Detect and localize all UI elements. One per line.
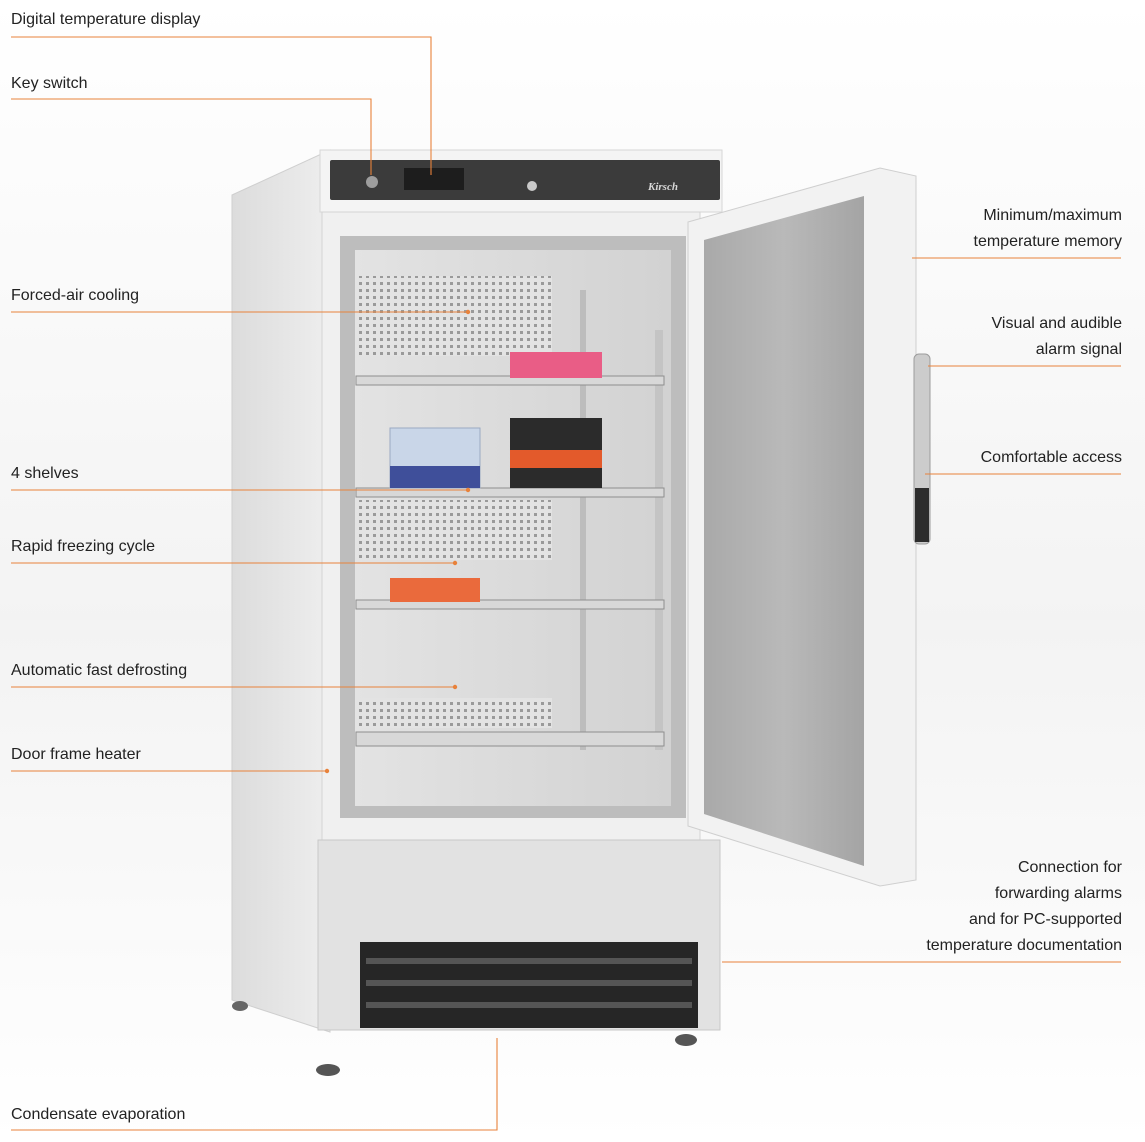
label-condensate-evaporation: Condensate evaporation — [11, 1106, 186, 1123]
callout-dots — [324, 309, 471, 774]
label-alarm-signal: Visual and audible alarm signal — [991, 315, 1122, 358]
leader-digital-temperature-display — [11, 36, 432, 175]
key-switch-lock — [366, 176, 378, 188]
label-shelves: 4 shelves — [11, 465, 79, 482]
shelf-2 — [355, 487, 665, 498]
shelf-4 — [355, 731, 665, 747]
door-lock — [527, 181, 537, 191]
dot-forced-air-cooling — [465, 309, 471, 315]
label-connection: Connection for forwarding alarms and for… — [926, 859, 1122, 954]
label-digital-temperature-display: Digital temperature display — [11, 11, 201, 28]
freezer-door — [687, 167, 931, 887]
label-min-max-memory: Minimum/maximum temperature memory — [973, 207, 1123, 250]
label-forced-air-cooling: Forced-air cooling — [11, 287, 140, 304]
brand-logo: Kirsch — [647, 181, 678, 193]
label-comfortable-access: Comfortable access — [980, 449, 1122, 466]
control-panel — [330, 160, 720, 200]
pink-rack — [510, 352, 602, 378]
dot-automatic-fast-defrosting — [452, 684, 458, 690]
label-automatic-fast-defrosting: Automatic fast defrosting — [11, 662, 188, 679]
lower-vent — [358, 698, 552, 728]
callout-lines — [11, 36, 1121, 1131]
temperature-display — [404, 168, 464, 190]
shelf-3 — [355, 599, 665, 610]
freezer-cabinet: Kirsch — [231, 149, 723, 1076]
leader-condensate-evaporation — [11, 1038, 498, 1131]
label-door-frame-heater: Door frame heater — [11, 746, 141, 763]
dot-shelves — [465, 487, 471, 493]
foot — [316, 1064, 340, 1076]
upper-vent — [358, 276, 552, 356]
dot-rapid-freezing-cycle — [452, 560, 458, 566]
label-rapid-freezing-cycle: Rapid freezing cycle — [11, 538, 156, 555]
leader-key-switch — [11, 98, 372, 175]
label-key-switch: Key switch — [11, 75, 88, 92]
orange-rack — [390, 578, 480, 602]
dot-door-frame-heater — [324, 768, 330, 774]
middle-vent — [358, 500, 552, 560]
